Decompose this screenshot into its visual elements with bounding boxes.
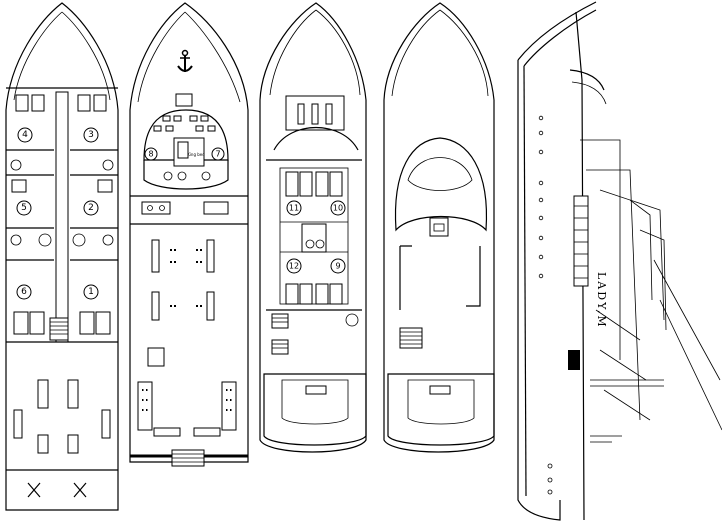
svg-text:12: 12 — [289, 262, 299, 271]
vessel-name: LADY.M — [595, 272, 608, 329]
upper-deck-hull — [259, 2, 367, 453]
upper-deck-cabin-11[interactable]: 11 — [286, 200, 302, 216]
lower-deck-cabin-6[interactable]: 6 — [16, 284, 32, 300]
upper-deck: 11 10 12 9 — [259, 2, 367, 453]
sun-deck — [383, 2, 495, 453]
upper-deck-cabin-12[interactable]: 12 — [286, 258, 302, 274]
sun-deck-stairs — [399, 327, 423, 349]
svg-text:5: 5 — [21, 203, 27, 213]
upper-deck-stairs — [271, 313, 289, 355]
king-bed-label: King bed — [187, 152, 205, 157]
lower-deck: 4 3 5 2 6 1 — [5, 2, 119, 511]
side-profile: LADY.M — [517, 1, 722, 521]
main-deck-stairs — [171, 449, 205, 467]
lower-deck-cabin-1[interactable]: 1 — [83, 284, 99, 300]
svg-text:4: 4 — [22, 130, 28, 140]
svg-text:1: 1 — [88, 287, 94, 297]
lower-deck-stairs — [49, 317, 69, 341]
svg-text:9: 9 — [335, 262, 340, 271]
svg-text:2: 2 — [88, 203, 94, 213]
lower-deck-hull — [5, 2, 119, 511]
svg-text:7: 7 — [215, 150, 220, 159]
svg-text:11: 11 — [289, 204, 299, 213]
lower-deck-cabin-5[interactable]: 5 — [16, 200, 32, 216]
main-deck: King bed 8 7 — [129, 2, 249, 467]
svg-text:10: 10 — [333, 204, 343, 213]
main-deck-cabin-8[interactable]: 8 — [144, 147, 158, 161]
upper-deck-cabin-10[interactable]: 10 — [330, 200, 346, 216]
main-deck-cabin-7[interactable]: 7 — [211, 147, 225, 161]
upper-deck-cabin-9[interactable]: 9 — [330, 258, 346, 274]
lower-deck-cabin-2[interactable]: 2 — [83, 200, 99, 216]
svg-text:8: 8 — [148, 150, 153, 159]
anchor-icon — [177, 49, 193, 72]
propeller-icon — [27, 482, 87, 498]
lower-deck-cabin-4[interactable]: 4 — [17, 127, 33, 143]
lower-deck-cabin-3[interactable]: 3 — [83, 127, 99, 143]
svg-text:3: 3 — [88, 130, 94, 140]
svg-text:6: 6 — [21, 287, 27, 297]
porthole-row — [538, 115, 553, 495]
sun-deck-hull — [383, 2, 495, 453]
